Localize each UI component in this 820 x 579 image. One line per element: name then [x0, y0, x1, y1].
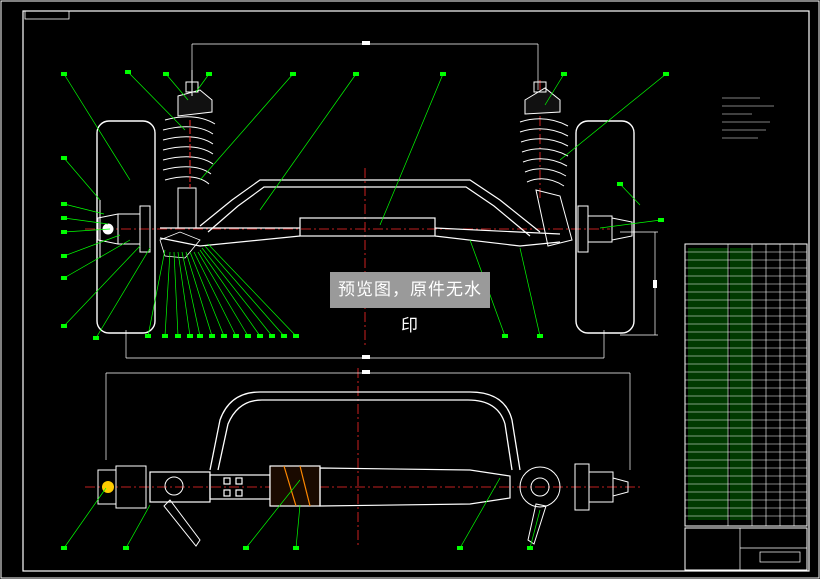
- callout-balloon: [61, 216, 67, 220]
- parts-list-table: [684, 243, 808, 571]
- callout-balloon: [163, 72, 169, 76]
- callout-balloon: [537, 334, 543, 338]
- wheel-hub-right: [577, 205, 633, 253]
- callout-balloon: [61, 254, 67, 258]
- callout-balloon: [187, 334, 193, 338]
- callout-balloon: [527, 546, 533, 550]
- callout-balloon: [61, 72, 67, 76]
- brake-disc-top-right: [519, 463, 629, 545]
- watermark-label: 预览图，原件无水印: [330, 272, 490, 336]
- coil-spring-left: [162, 70, 216, 229]
- callout-balloon: [257, 334, 263, 338]
- corner-tag: [24, 10, 70, 20]
- callout-balloon: [293, 334, 299, 338]
- callout-balloon: [61, 202, 67, 206]
- callout-balloon: [561, 72, 567, 76]
- callout-balloon: [206, 72, 212, 76]
- callout-balloon: [457, 546, 463, 550]
- callout-balloon: [93, 336, 99, 340]
- callout-balloon: [293, 546, 299, 550]
- callout-balloon: [175, 334, 181, 338]
- callout-balloon: [61, 276, 67, 280]
- callout-balloon: [61, 324, 67, 328]
- callout-balloon: [245, 334, 251, 338]
- callout-balloon: [61, 156, 67, 160]
- callout-balloon: [290, 72, 296, 76]
- dimension-lines: [105, 41, 658, 470]
- callout-balloon: [243, 546, 249, 550]
- tire-outline-right: [575, 120, 635, 334]
- callout-balloon: [233, 334, 239, 338]
- wheel-hub-left: [97, 200, 151, 258]
- callout-balloon: [61, 546, 67, 550]
- callout-balloon: [440, 72, 446, 76]
- callout-balloon: [145, 334, 151, 338]
- callout-balloon: [197, 334, 203, 338]
- title-block: [684, 527, 808, 571]
- callout-balloon: [617, 182, 623, 186]
- callout-balloon: [281, 334, 287, 338]
- callout-leader-lines: [63, 71, 667, 549]
- callout-balloon: [123, 546, 129, 550]
- shock-absorber-top: [149, 465, 511, 507]
- callout-balloon: [269, 334, 275, 338]
- callout-balloon: [221, 334, 227, 338]
- tire-outline-left: [96, 120, 156, 334]
- callout-balloon: [353, 72, 359, 76]
- callout-balloon: [658, 218, 664, 222]
- callout-balloon: [502, 334, 508, 338]
- callout-balloons: [61, 70, 669, 550]
- callout-balloon: [125, 70, 131, 74]
- brake-disc-top-left: [97, 465, 201, 547]
- callout-balloon: [209, 334, 215, 338]
- coil-spring-right: [519, 81, 573, 247]
- stabilizer-bar-top: [209, 391, 521, 471]
- stabilizer-bar-front: [159, 179, 561, 247]
- callout-balloon: [61, 230, 67, 234]
- technical-notes: [722, 97, 774, 139]
- callout-balloon: [162, 334, 168, 338]
- callout-balloon: [663, 72, 669, 76]
